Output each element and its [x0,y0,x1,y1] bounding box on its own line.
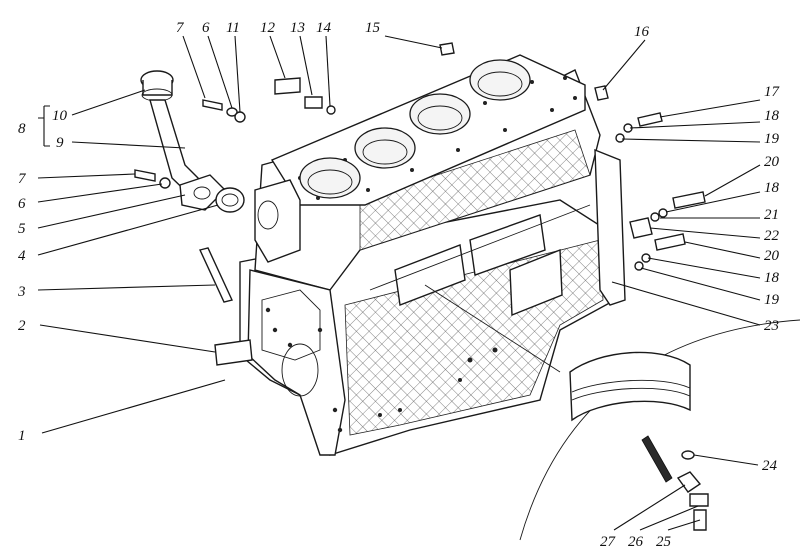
callout-1: 1 [18,428,26,444]
callout-14: 14 [316,20,332,36]
thermostat-housing [140,70,174,102]
callout-11: 11 [226,20,240,36]
callout-15: 15 [365,20,381,36]
callout-3: 3 [17,284,26,300]
callout-8: 8 [18,121,26,137]
callout-27: 27 [600,534,617,550]
callout-21: 21 [764,207,779,223]
callout-labels: 1 2 3 4 5 6 7 9 8 10 7 6 11 12 13 14 15 … [17,20,781,550]
callout-26: 26 [628,534,644,550]
callout-17: 17 [764,84,781,100]
callout-9: 9 [56,135,64,151]
callout-25: 25 [656,534,672,550]
dowel-pin [199,247,233,303]
callout-19b: 19 [764,292,780,308]
callout-23: 23 [764,318,779,334]
callout-20b: 20 [764,248,780,264]
callout-5: 5 [18,221,26,237]
callout-6a: 6 [18,196,26,212]
outlet-gasket [215,187,245,213]
leader-lines [37,35,761,531]
callout-19a: 19 [764,131,780,147]
callout-20a: 20 [764,154,780,170]
callout-2: 2 [18,318,26,334]
callout-12: 12 [260,20,276,36]
cylinder-block [214,54,626,456]
callout-13: 13 [290,20,305,36]
callout-7b: 7 [176,20,185,36]
main-oil-gallery-plug-detail [424,284,800,541]
callout-18b: 18 [764,180,780,196]
callout-24: 24 [762,458,778,474]
callout-22: 22 [764,228,780,244]
oil-jet-tube-assembly [641,435,709,531]
callout-6b: 6 [202,20,210,36]
callout-16: 16 [634,24,650,40]
callout-4: 4 [18,248,26,264]
bolts-and-washers [134,42,706,271]
callout-7a: 7 [18,171,27,187]
callout-18c: 18 [764,270,780,286]
outlet-flange-gasket [179,174,226,211]
callout-18a: 18 [764,108,780,124]
callout-10: 10 [52,108,68,124]
